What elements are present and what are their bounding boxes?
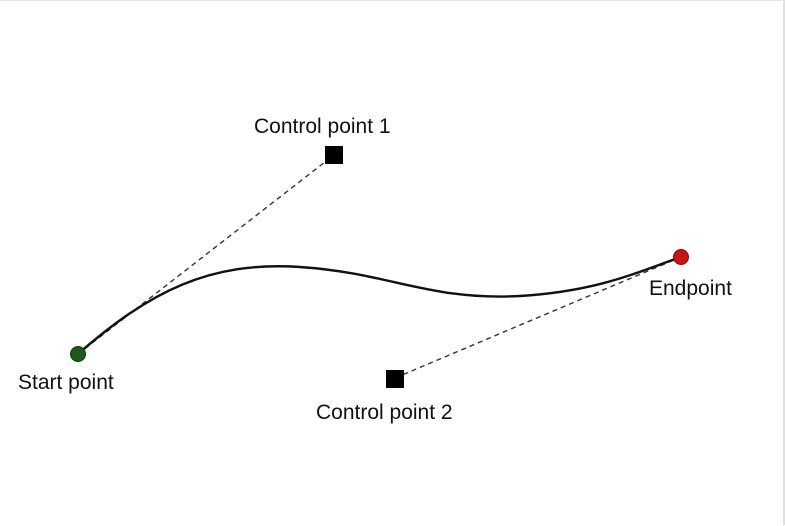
- guide-line-control2-to-end: [394, 256, 682, 379]
- control-point-2-marker: [386, 370, 404, 388]
- control-point-1-label: Control point 1: [254, 115, 391, 138]
- control-point-1-marker: [325, 146, 343, 164]
- endpoint-label: Endpoint: [649, 277, 732, 300]
- start-point-label: Start point: [18, 371, 114, 394]
- start-point-marker: [70, 346, 86, 362]
- bezier-curve: [77, 255, 682, 355]
- endpoint-marker: [673, 249, 689, 265]
- control-point-2-label: Control point 2: [316, 401, 453, 424]
